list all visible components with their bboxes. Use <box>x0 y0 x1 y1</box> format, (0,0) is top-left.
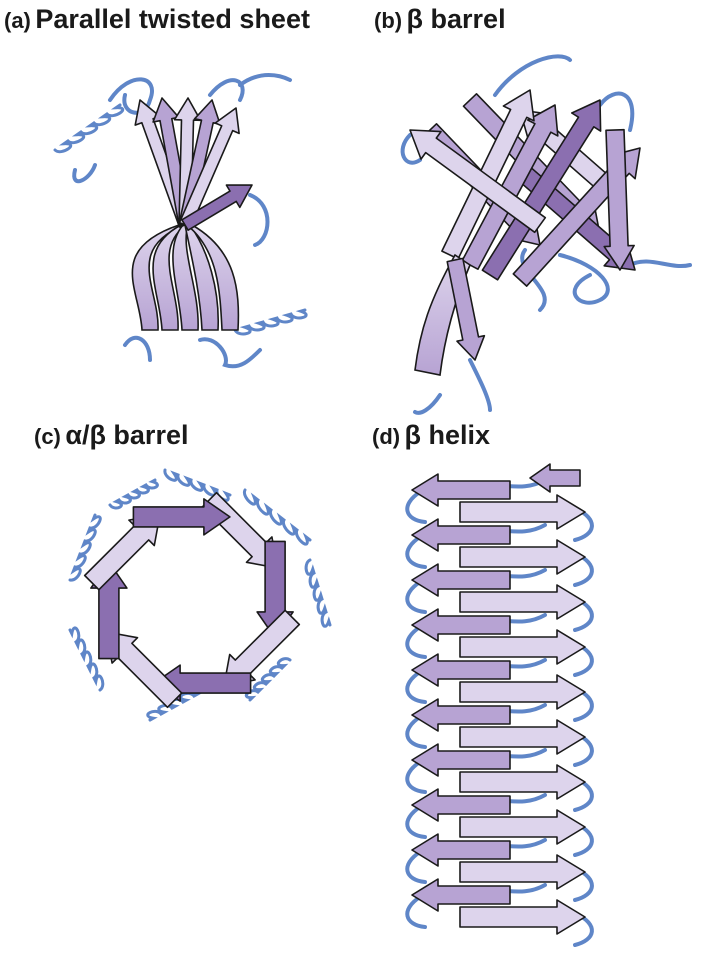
alpha-helix-c-6 <box>68 626 105 692</box>
coil-b-1 <box>493 54 572 97</box>
strand-arrow-d-left-7 <box>411 743 511 777</box>
coil-b-7 <box>468 358 492 412</box>
coil-b-2 <box>598 91 635 132</box>
strand-arrow-b-9 <box>409 129 547 234</box>
strand-arrow-d-right-7 <box>459 764 586 800</box>
strand-arrow-b-10 <box>603 128 635 271</box>
alpha-helix-c-2 <box>242 488 312 546</box>
coil-b-3 <box>400 133 422 165</box>
strand-arrow-d-top <box>529 463 581 493</box>
strand-arrow-d-right-10 <box>459 899 586 935</box>
strand-arrow-a-5 <box>178 107 240 229</box>
panel-b-letter: (b) <box>374 8 403 33</box>
strand-arrow-d-left-3 <box>411 563 511 597</box>
panel-d-title: β helix <box>404 420 491 450</box>
strand-arrow-d-right-8 <box>459 809 586 845</box>
coil-d-left-2 <box>405 535 427 569</box>
panel-a-label: (a) Parallel twisted sheet <box>4 4 310 35</box>
strand-arrow-d-left-4 <box>411 608 511 642</box>
strand-arrow-d-left-9 <box>411 833 511 867</box>
coil-d-left-1 <box>405 490 427 524</box>
strand-arrow-a-4 <box>178 99 221 228</box>
strand-arrow-d-right-5 <box>459 674 586 710</box>
alpha-helix-a-left <box>53 103 125 154</box>
alpha-helix-c-3 <box>304 558 332 628</box>
strand-arrow-b-11 <box>446 257 486 361</box>
coil-a-1 <box>108 77 154 115</box>
coil-d-left-8 <box>405 805 427 839</box>
strand-arrow-d-right-9 <box>459 854 586 890</box>
coil-a-7 <box>198 337 262 369</box>
strand-arrow-d-right-4 <box>459 629 586 665</box>
coil-d-left-5 <box>405 670 427 704</box>
coil-a-4 <box>72 163 97 184</box>
panel-a-letter: (a) <box>4 8 31 33</box>
panel-c-letter: (c) <box>34 424 61 449</box>
strand-arrow-b-6 <box>441 89 535 260</box>
coil-b-4 <box>520 248 547 312</box>
panel-c-title: α/β barrel <box>65 420 189 450</box>
alpha-helix-a-right <box>233 308 308 336</box>
coil-d-left-6 <box>405 715 427 749</box>
alpha-helix-c-7 <box>68 513 102 582</box>
strand-arrow-d-left-6 <box>411 698 511 732</box>
coil-a-3 <box>238 73 292 87</box>
coil-a-5 <box>248 193 270 247</box>
strand-arrow-d-right-2 <box>459 539 586 575</box>
strand-arrow-a-6 <box>181 184 253 231</box>
coil-d-left-3 <box>405 580 427 614</box>
strand-arrow-a-3 <box>173 97 202 226</box>
strand-arrow-d-left-8 <box>411 788 511 822</box>
strand-arrow-b-7 <box>481 99 602 281</box>
strand-arrow-d-right-1 <box>459 494 586 530</box>
coil-a-6 <box>123 335 152 362</box>
panel-d-letter: (d) <box>372 424 401 449</box>
strand-arrow-d-left-2 <box>411 518 511 552</box>
panel-b-title: β barrel <box>406 4 506 34</box>
strand-arrow-d-left-10 <box>411 878 511 912</box>
panel-a-title: Parallel twisted sheet <box>35 4 310 34</box>
coil-d-left-7 <box>405 760 427 794</box>
alpha-helix-c-8 <box>108 478 159 510</box>
coil-d-left-4 <box>405 625 427 659</box>
alpha-helix-c-4 <box>244 657 292 702</box>
panel-d-label: (d) β helix <box>372 420 490 451</box>
strand-arrow-d-left-5 <box>411 653 511 687</box>
coil-b-8 <box>413 393 442 415</box>
strand-arrow-c-8 <box>132 498 231 536</box>
coil-a-2 <box>208 78 245 102</box>
panel-b-label: (b) β barrel <box>374 4 506 35</box>
coil-b-6 <box>628 259 692 268</box>
strand-arrow-d-right-3 <box>459 584 586 620</box>
coil-d-left-9 <box>405 850 427 884</box>
coil-d-left-10 <box>405 895 427 929</box>
panel-c-label: (c) α/β barrel <box>34 420 188 451</box>
coil-b-5 <box>558 253 610 305</box>
strand-arrow-d-right-6 <box>459 719 586 755</box>
strand-arrow-b-5 <box>461 104 559 271</box>
strand-arrow-d-left-1 <box>411 473 511 507</box>
